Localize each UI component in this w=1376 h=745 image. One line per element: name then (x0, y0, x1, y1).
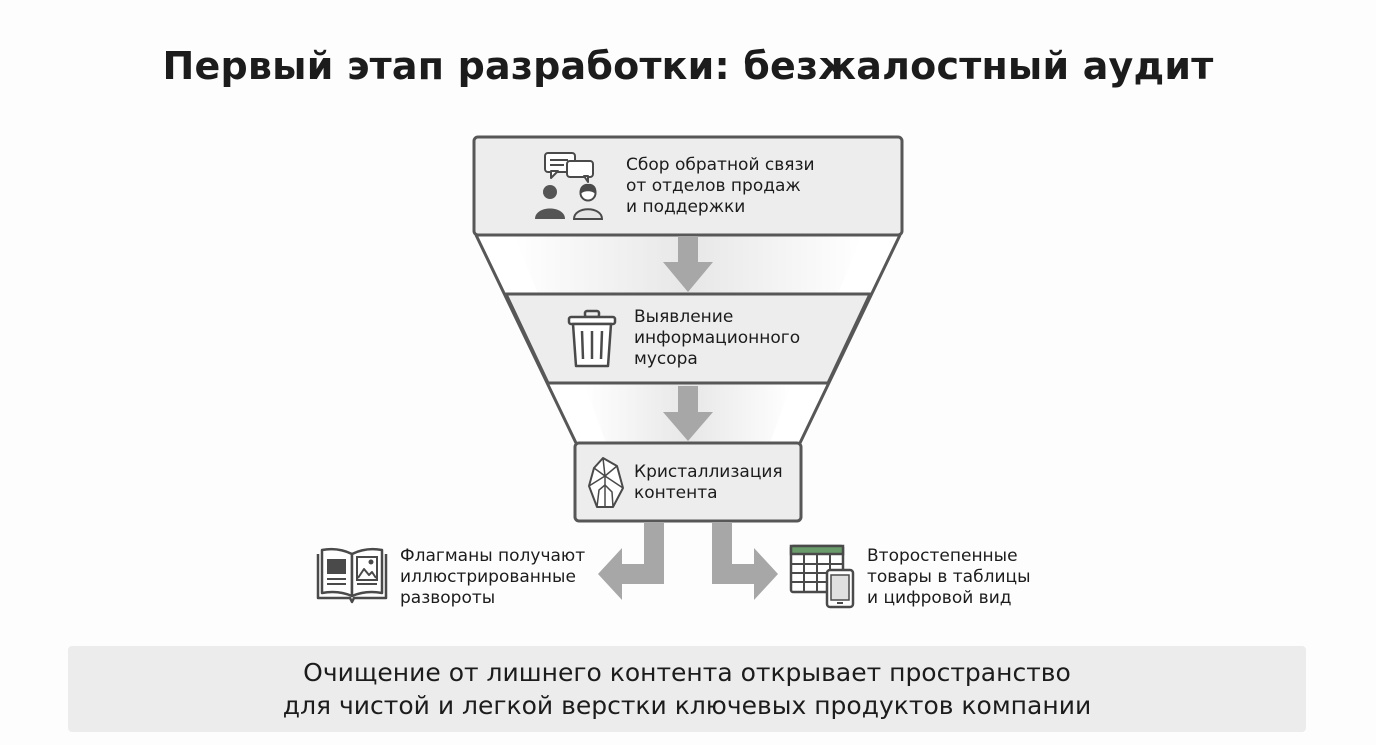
page-title: Первый этап разработки: безжалостный ауд… (162, 44, 1214, 88)
output-1-label: Флагманы получают иллюстрированные разво… (400, 546, 586, 608)
stage-1-label: Сбор обратной связи от отделов продаж и … (626, 155, 815, 217)
footer-banner: Очищение от лишнего контента открывает п… (68, 646, 1306, 732)
crystal-icon (588, 457, 624, 508)
down-arrow-1 (663, 236, 713, 292)
open-book-icon (316, 547, 388, 604)
right-split-arrow (712, 523, 778, 600)
down-arrow-2 (663, 386, 713, 441)
table-tablet-icon (789, 544, 855, 609)
stage-2-label: Выявление информационного мусора (634, 307, 801, 369)
stage-3-label: Кристаллизация контента (634, 462, 783, 503)
left-split-arrow (598, 523, 664, 600)
footer-text: Очищение от лишнего контента открывает п… (282, 658, 1092, 720)
stage-3-box (573, 441, 803, 523)
people-chat-icon (535, 152, 604, 220)
trash-icon (567, 309, 617, 368)
output-2-label: Второстепенные товары в таблицы и цифров… (867, 546, 1031, 608)
